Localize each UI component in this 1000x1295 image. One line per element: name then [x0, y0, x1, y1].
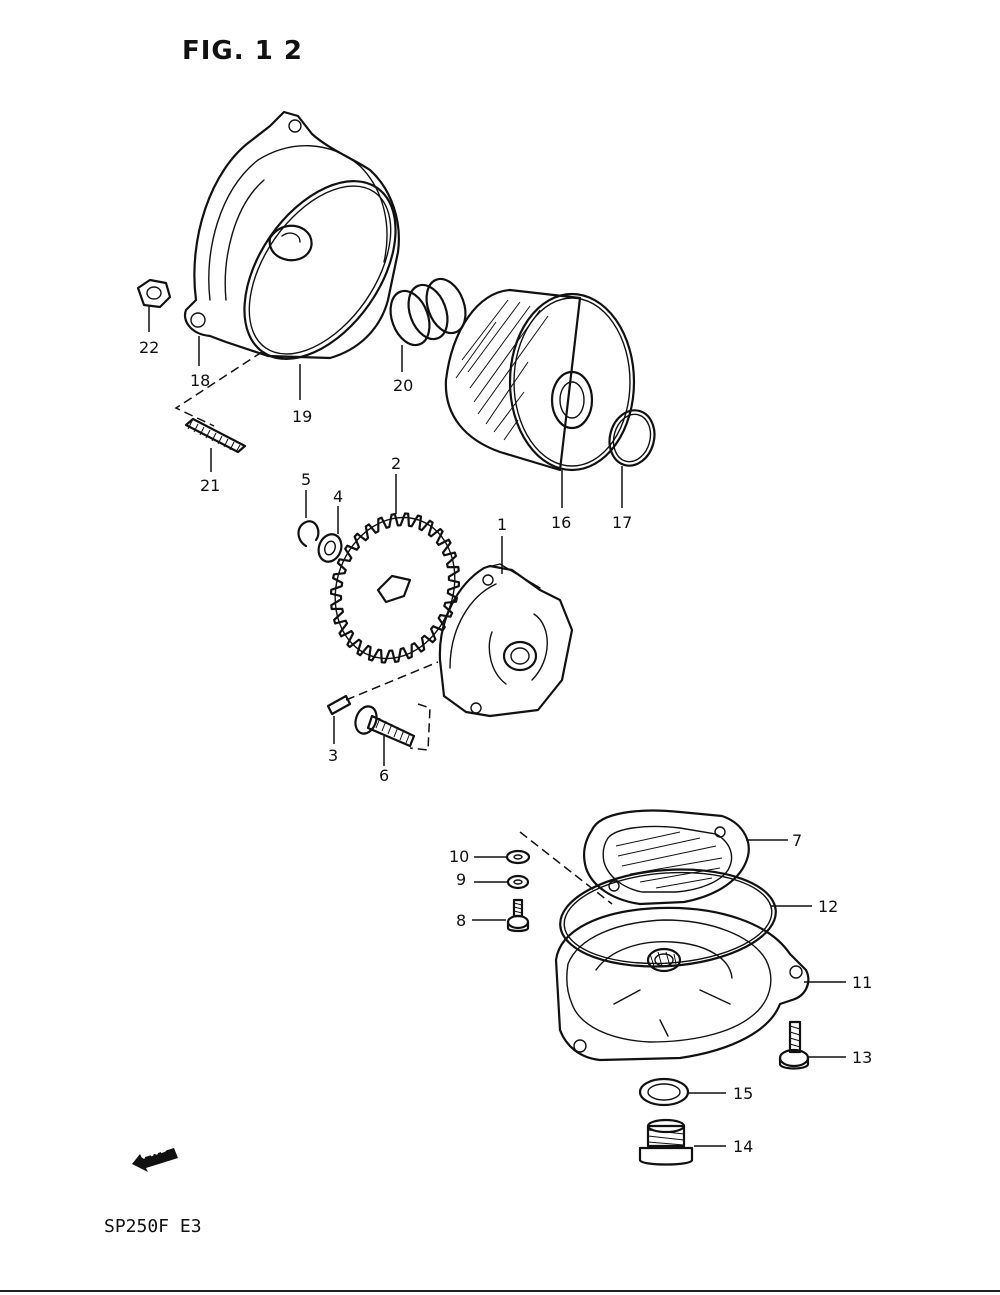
- part-3-dowel-pin: [326, 694, 352, 744]
- part-10-washer: [474, 849, 531, 865]
- callout-8: 8: [456, 911, 467, 930]
- part-22-nut: [136, 278, 172, 332]
- part-1-oil-pump: [438, 536, 574, 718]
- part-16-oil-filter: [444, 288, 636, 508]
- callout-9: 9: [456, 870, 467, 889]
- model-code: SP250F E3: [104, 1216, 202, 1237]
- page-bottom-rule: [0, 1290, 1000, 1292]
- callout-19: 19: [292, 407, 313, 426]
- part-13-bolt: [778, 1020, 846, 1070]
- part-17-o-ring-small: [608, 409, 656, 508]
- part-6-screw: [354, 705, 416, 766]
- part-12-o-ring-cover: [559, 868, 812, 968]
- forward-arrow-icon: [132, 1148, 178, 1172]
- part-7-gasket: [582, 809, 788, 906]
- callout-18: 18: [190, 371, 211, 390]
- alignment-line-stud: [174, 351, 263, 427]
- part-9-lock-washer: [474, 874, 530, 890]
- callout-11: 11: [852, 973, 873, 992]
- callout-7: 7: [792, 831, 803, 850]
- callout-20: 20: [393, 376, 414, 395]
- callout-6: 6: [379, 766, 390, 785]
- part-19-o-ring: [243, 180, 397, 400]
- alignment-line-bolt: [519, 831, 613, 905]
- callout-5: 5: [301, 470, 312, 489]
- callout-1: 1: [497, 515, 508, 534]
- callout-17: 17: [612, 513, 633, 532]
- callout-13: 13: [852, 1048, 873, 1067]
- callout-21: 21: [200, 476, 221, 495]
- alignment-line-pump: [345, 661, 439, 751]
- part-14-drain-plug: [638, 1118, 726, 1166]
- callout-12: 12: [818, 897, 839, 916]
- figure-title: FIG. 1 2: [182, 36, 303, 66]
- part-18-filter-cap: [183, 110, 400, 366]
- part-11-filter-cover: [554, 906, 846, 1062]
- callout-22: 22: [139, 338, 160, 357]
- callout-16: 16: [551, 513, 572, 532]
- callout-15: 15: [733, 1084, 754, 1103]
- callout-10: 10: [449, 847, 470, 866]
- part-15-gasket-ring: [638, 1077, 726, 1107]
- part-5-circlip: [297, 490, 320, 548]
- callout-3: 3: [328, 746, 339, 765]
- callout-14: 14: [733, 1137, 754, 1156]
- part-4-washer: [317, 506, 343, 563]
- part-20-spring: [389, 277, 467, 372]
- callout-4: 4: [333, 487, 344, 506]
- part-8-bolt: [472, 898, 530, 933]
- part-21-stud-bolt: [184, 417, 247, 472]
- callout-2: 2: [391, 454, 402, 473]
